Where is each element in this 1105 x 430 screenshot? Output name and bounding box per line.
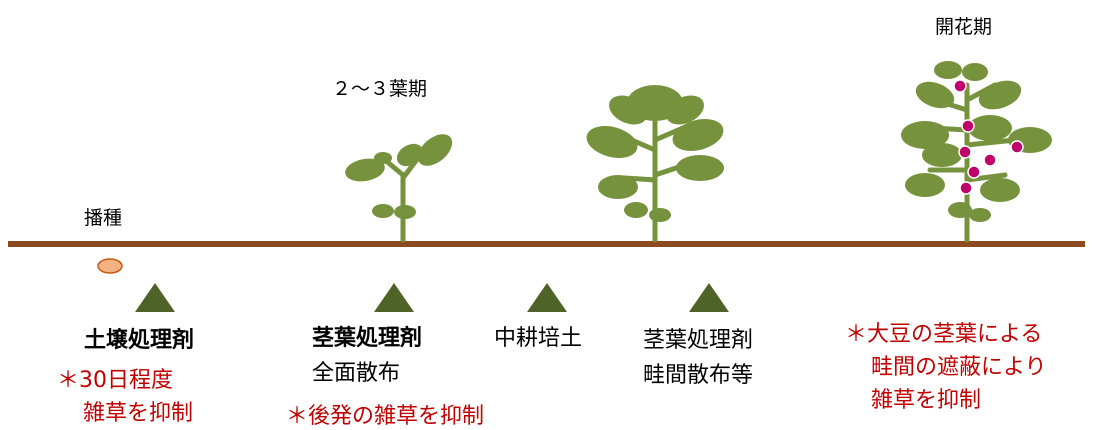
treatment-subtitle-foliar-row: 畦間散布等 bbox=[643, 363, 754, 388]
treatment-note-foliar-full: ＊後発の雑草を抑制 bbox=[286, 404, 485, 429]
flower-icon bbox=[953, 79, 1024, 195]
treatment-note-canopy: ＊大豆の茎葉による 畦間の遮蔽により 雑草を抑制 bbox=[845, 318, 1047, 417]
treatment-title-cultivation: 中耕培土 bbox=[494, 326, 583, 351]
treatment-title-soil: 土壌処理剤 bbox=[84, 328, 195, 353]
young-plant-icon bbox=[586, 85, 724, 243]
triangle-marker-icon bbox=[135, 283, 175, 312]
stage-label-two-three-leaf: ２～３葉期 bbox=[332, 78, 428, 100]
treatment-title-foliar-full: 茎葉処理剤 bbox=[312, 326, 423, 351]
treatment-subtitle-foliar-full: 全面散布 bbox=[312, 361, 401, 386]
treatment-title-foliar-row: 茎葉処理剤 bbox=[643, 328, 754, 353]
note-line: 畦間の遮蔽により bbox=[871, 355, 1047, 380]
seed-icon bbox=[97, 258, 123, 274]
soil-line bbox=[8, 241, 1085, 247]
triangle-marker-icon bbox=[527, 283, 567, 312]
treatment-note-soil: ＊30日程度 雑草を抑制 bbox=[57, 364, 193, 430]
note-line: 雑草を抑制 bbox=[83, 401, 194, 426]
note-line: ＊大豆の茎葉による bbox=[845, 322, 1043, 347]
triangle-marker-icon bbox=[374, 283, 414, 312]
note-line: 雑草を抑制 bbox=[871, 388, 982, 413]
note-line: ＊30日程度 bbox=[57, 368, 173, 393]
flowering-plant-icon bbox=[901, 61, 1052, 243]
stage-label-sowing: 播種 bbox=[84, 207, 123, 229]
triangle-marker-icon bbox=[689, 283, 729, 312]
stage-label-flowering: 開花期 bbox=[935, 16, 993, 38]
seedling-icon bbox=[345, 134, 453, 243]
